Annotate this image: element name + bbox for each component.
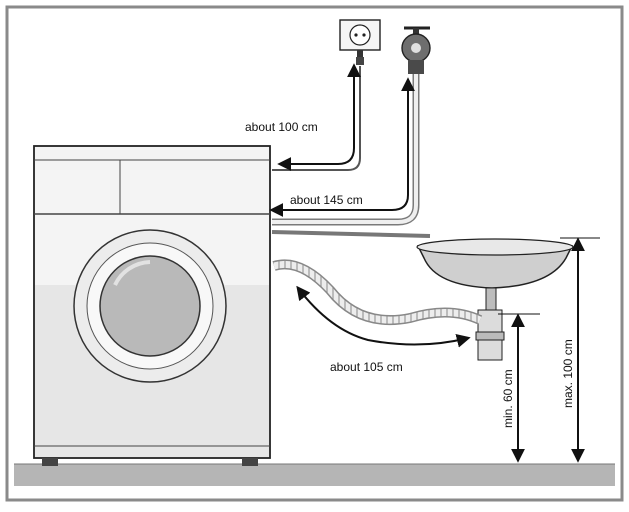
machine-foot-right (242, 458, 258, 466)
sink-supply-pipe (271, 230, 431, 238)
inlet-hose-arrow (269, 77, 415, 217)
sink-icon (416, 238, 574, 361)
floor (14, 463, 615, 486)
drain-hose-length-label: about 105 cm (330, 360, 403, 374)
washing-machine-icon (33, 145, 271, 466)
plug-length-label: about 100 cm (245, 120, 318, 134)
max-height-label: max. 100 cm (561, 339, 575, 408)
water-tap-icon (401, 26, 431, 74)
inlet-hose-length-label: about 145 cm (290, 193, 363, 207)
min-height-label: min. 60 cm (501, 369, 515, 428)
machine-door (73, 229, 227, 383)
wall-socket-icon (339, 19, 381, 65)
machine-foot-left (42, 458, 58, 466)
drain-hose-arrow (296, 285, 471, 348)
